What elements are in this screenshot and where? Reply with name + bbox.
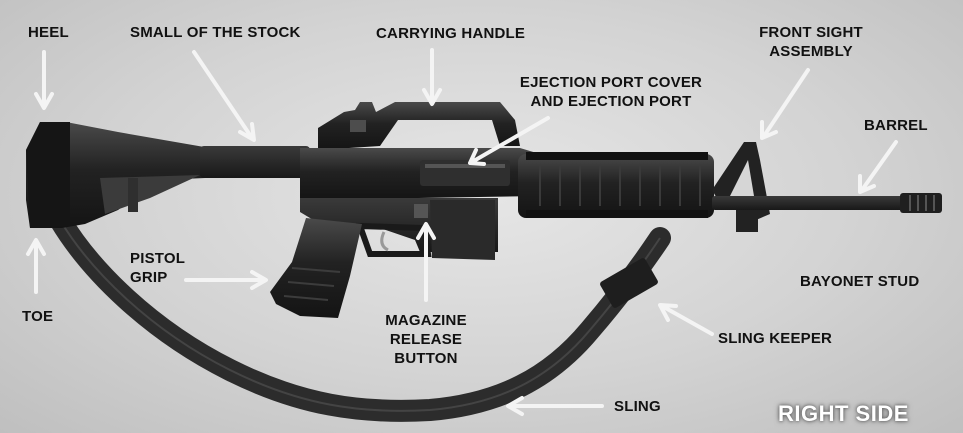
label-right-side: RIGHT SIDE	[778, 401, 909, 426]
mag-release	[414, 204, 428, 218]
magazine-well	[430, 200, 495, 260]
label-front-sight-line2: ASSEMBLY	[769, 43, 853, 60]
label-pistol-line2: GRIP	[130, 269, 168, 286]
label-carrying-handle: CARRYING HANDLE	[376, 25, 526, 42]
arrow-magazine-release	[416, 222, 436, 302]
arrow-barrel	[858, 140, 898, 194]
label-heel: HEEL	[28, 24, 69, 41]
label-bayonet-stud: BAYONET STUD	[800, 273, 920, 290]
label-ejection-line2: AND EJECTION PORT	[530, 93, 692, 110]
arrow-pistol-grip	[184, 270, 268, 290]
label-pistol-grip: PISTOL GRIP	[130, 249, 185, 287]
label-barrel: BARREL	[864, 117, 928, 134]
arrow-ejection-port	[468, 116, 550, 166]
barrel-tube	[712, 196, 908, 210]
label-ejection-port: EJECTION PORT COVER AND EJECTION PORT	[506, 73, 716, 111]
label-magazine-line2: RELEASE	[389, 331, 463, 348]
buttstock	[26, 122, 250, 228]
label-front-sight-assembly: FRONT SIGHT ASSEMBLY	[746, 23, 876, 61]
label-sling: SLING	[614, 398, 661, 415]
label-front-sight-line1: FRONT SIGHT	[759, 24, 863, 41]
label-sling-keeper: SLING KEEPER	[718, 330, 833, 347]
label-magazine-line3: BUTTON	[394, 350, 458, 367]
flash-hider	[900, 193, 942, 213]
arrow-heel	[34, 50, 54, 110]
pistol-grip-body	[270, 218, 362, 318]
arrow-carrying-handle	[422, 48, 442, 106]
label-small-of-stock: SMALL OF THE STOCK	[130, 24, 301, 41]
label-toe: TOE	[22, 308, 54, 325]
arrow-sling-keeper	[658, 303, 714, 336]
arrow-front-sight	[760, 68, 810, 140]
arrow-sling	[506, 396, 604, 416]
carrying-handle	[318, 102, 520, 150]
arrow-small-of-stock	[192, 50, 256, 142]
label-magazine-release: MAGAZINE RELEASE BUTTON	[368, 311, 484, 368]
arrow-toe	[26, 238, 46, 294]
handguard	[518, 154, 714, 218]
sling-keeper-buckle	[600, 258, 658, 308]
label-magazine-line1: MAGAZINE	[385, 312, 467, 329]
buffer-tube	[200, 146, 310, 178]
label-ejection-line1: EJECTION PORT COVER	[519, 74, 703, 91]
label-pistol-line1: PISTOL	[130, 250, 186, 267]
